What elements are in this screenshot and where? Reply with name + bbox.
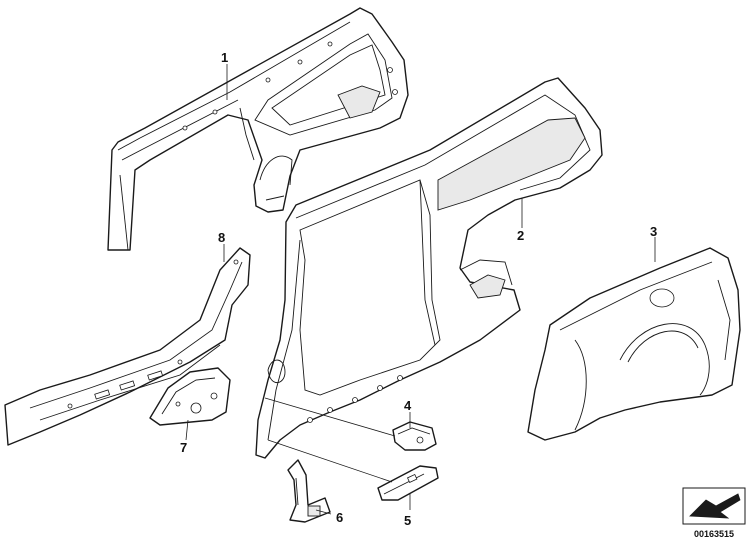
part-8-sill-member[interactable]	[4, 247, 251, 446]
part-3-rear-side-panel[interactable]	[527, 247, 741, 441]
callout-4[interactable]: 4	[404, 398, 412, 413]
arrow-icon	[689, 493, 741, 519]
callout-3[interactable]: 3	[650, 224, 657, 239]
diagram-reference: 00163515	[682, 487, 746, 539]
diagram-id: 00163515	[694, 529, 734, 539]
callout-1[interactable]: 1	[221, 50, 228, 65]
callouts: 1 2 3 4 5 6 7 8	[180, 50, 657, 528]
part-7-pillar-reinforcement[interactable]	[149, 367, 231, 426]
part-1-inner-rear-side-frame[interactable]	[107, 7, 409, 251]
callout-7[interactable]: 7	[180, 440, 187, 455]
part-6-lower-bracket[interactable]	[287, 459, 331, 523]
callout-8[interactable]: 8	[218, 230, 225, 245]
callout-5[interactable]: 5	[404, 513, 411, 528]
leader-lines	[185, 64, 656, 515]
callout-2[interactable]: 2	[517, 228, 524, 243]
callout-6[interactable]: 6	[336, 510, 343, 525]
part-4-small-bracket[interactable]	[392, 421, 437, 451]
part-2-side-frame[interactable]	[255, 77, 603, 459]
part-5-sill-bracket[interactable]	[377, 465, 439, 501]
